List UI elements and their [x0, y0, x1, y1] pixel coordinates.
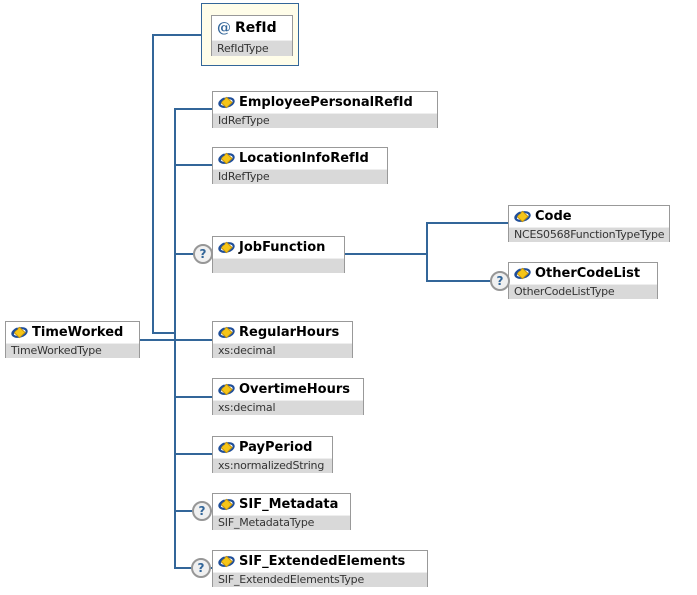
element-type: xs:normalizedString	[213, 458, 332, 473]
element-type: RefIdType	[212, 40, 292, 56]
connector-trunk-vertical	[174, 108, 176, 569]
element-type: IdRefType	[213, 113, 437, 128]
element-name: SIF_Metadata	[239, 497, 339, 512]
element-type: TimeWorkedType	[6, 343, 139, 358]
element-icon	[218, 241, 235, 254]
element-name: Code	[535, 209, 572, 224]
element-name: EmployeePersonalRefId	[239, 95, 413, 110]
element-name: OvertimeHours	[239, 382, 351, 397]
connector-attribute-vertical	[152, 34, 154, 334]
element-type: OtherCodeListType	[509, 284, 657, 299]
element-name: RefId	[235, 20, 277, 36]
attribute-icon: @	[217, 20, 231, 36]
element-icon	[514, 210, 531, 223]
node-othercodelist[interactable]: OtherCodeList OtherCodeListType	[508, 262, 658, 299]
element-icon	[11, 326, 28, 339]
element-name: JobFunction	[239, 240, 326, 255]
element-icon	[218, 152, 235, 165]
node-sif-metadata[interactable]: SIF_Metadata SIF_MetadataType	[212, 493, 351, 530]
optional-indicator-jobfunction: ?	[193, 244, 213, 264]
connector-regularhours	[176, 339, 212, 341]
node-payperiod[interactable]: PayPeriod xs:normalizedString	[212, 436, 333, 473]
element-icon	[514, 267, 531, 280]
node-refid[interactable]: @ RefId RefIdType	[211, 15, 293, 56]
element-type	[213, 258, 344, 273]
node-employeepersonalrefid[interactable]: EmployeePersonalRefId IdRefType	[212, 91, 438, 128]
node-overtimehours[interactable]: OvertimeHours xs:decimal	[212, 378, 364, 415]
element-name: PayPeriod	[239, 440, 313, 455]
attribute-frame: @ RefId RefIdType	[201, 3, 299, 66]
node-sif-extendedelements[interactable]: SIF_ExtendedElements SIF_ExtendedElement…	[212, 550, 428, 587]
node-locationinforefid[interactable]: LocationInfoRefId IdRefType	[212, 147, 388, 184]
element-icon	[218, 555, 235, 568]
connector-attribute-jog	[152, 332, 176, 334]
element-icon	[218, 441, 235, 454]
connector-locationinforefid	[176, 164, 212, 166]
optional-indicator-othercodelist: ?	[490, 271, 510, 291]
element-type: xs:decimal	[213, 400, 363, 415]
connector-jobfunction-branch	[345, 253, 427, 255]
connector-othercodelist	[428, 280, 508, 282]
connector-code	[428, 222, 508, 224]
connector-payperiod	[176, 453, 212, 455]
connector-employeepersonalrefid	[176, 108, 212, 110]
element-name: OtherCodeList	[535, 266, 641, 281]
node-code[interactable]: Code NCES0568FunctionTypeType	[508, 205, 670, 242]
optional-indicator-sif-metadata: ?	[192, 501, 212, 521]
element-type: SIF_ExtendedElementsType	[213, 572, 427, 587]
element-name: TimeWorked	[32, 325, 124, 340]
element-icon	[218, 326, 235, 339]
element-icon	[218, 498, 235, 511]
connector-overtimehours	[176, 396, 212, 398]
element-icon	[218, 96, 235, 109]
element-type: IdRefType	[213, 169, 387, 184]
node-regularhours[interactable]: RegularHours xs:decimal	[212, 321, 353, 358]
connector-refid-stub	[153, 34, 201, 36]
node-timeworked[interactable]: TimeWorked TimeWorkedType	[5, 321, 140, 358]
element-type: NCES0568FunctionTypeType	[509, 227, 669, 242]
element-type: xs:decimal	[213, 343, 352, 358]
element-icon	[218, 383, 235, 396]
element-type: SIF_MetadataType	[213, 515, 350, 530]
element-name: LocationInfoRefId	[239, 151, 369, 166]
node-jobfunction[interactable]: JobFunction	[212, 236, 345, 273]
connector-jobfunction-vertical	[426, 222, 428, 282]
optional-indicator-sif-extendedelements: ?	[191, 558, 211, 578]
element-name: SIF_ExtendedElements	[239, 554, 406, 569]
element-name: RegularHours	[239, 325, 340, 340]
connector-root-stub	[140, 339, 176, 341]
